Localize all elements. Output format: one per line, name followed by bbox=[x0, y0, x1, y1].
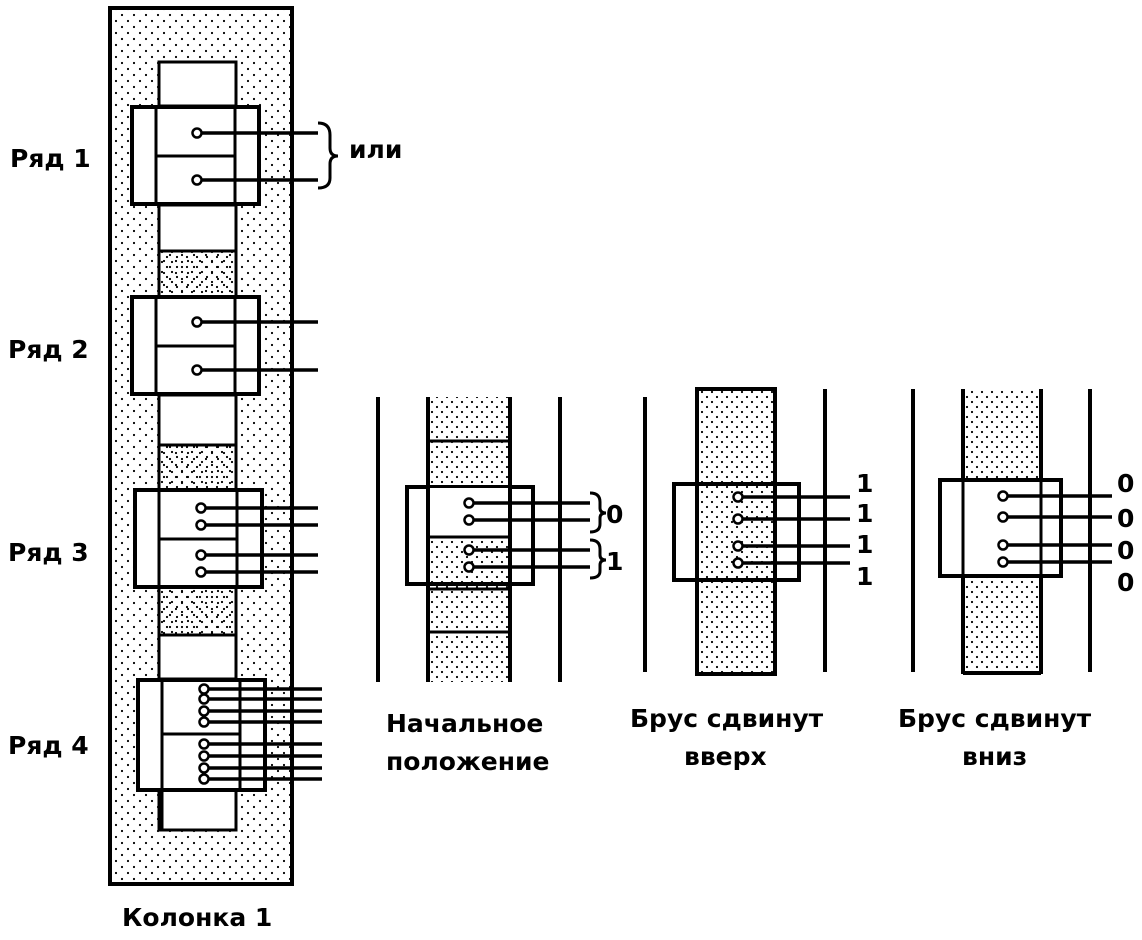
panel-caption: положение bbox=[386, 747, 550, 776]
row-2-cell bbox=[130, 295, 318, 396]
row-4-cell bbox=[136, 678, 322, 792]
row-label-2: Ряд 2 bbox=[8, 335, 89, 364]
column-label: Колонка 1 bbox=[122, 903, 272, 932]
row-label-3: Ряд 3 bbox=[8, 538, 89, 567]
panel-initial-position: 0 1 Начальное положение bbox=[376, 397, 623, 776]
contact-pin bbox=[198, 738, 210, 750]
panel-caption: вверх bbox=[684, 742, 767, 771]
contact-pin bbox=[198, 716, 210, 728]
or-label: или bbox=[349, 135, 402, 164]
panel-caption: вниз bbox=[962, 742, 1027, 771]
bit-label: 0 bbox=[1117, 568, 1134, 597]
bit-label: 0 bbox=[1117, 504, 1134, 533]
contact-pin bbox=[198, 705, 210, 717]
panel-caption: Брус сдвинут bbox=[898, 704, 1092, 733]
row-label-4: Ряд 4 bbox=[8, 731, 89, 760]
panel-bar-shifted-down: 0 0 0 0 Брус сдвинут вниз bbox=[898, 389, 1134, 771]
panel-bar-shifted-up: 1 1 1 1 Брус сдвинут вверх bbox=[630, 387, 873, 771]
bit-label: 1 bbox=[606, 547, 623, 576]
bit-label: 0 bbox=[606, 500, 623, 529]
column-1 bbox=[108, 6, 339, 886]
or-brace bbox=[317, 121, 339, 190]
shifted-bar bbox=[695, 387, 777, 676]
bit-label: 0 bbox=[1117, 536, 1134, 565]
bit-label: 1 bbox=[856, 469, 873, 498]
panel-caption: Начальное bbox=[386, 709, 543, 738]
bit-label: 1 bbox=[856, 530, 873, 559]
bit-label: 1 bbox=[856, 562, 873, 591]
bit-label: 1 bbox=[856, 499, 873, 528]
row-3-cell bbox=[133, 488, 318, 589]
row-label-1: Ряд 1 bbox=[10, 144, 91, 173]
panel-caption: Брус сдвинут bbox=[630, 704, 824, 733]
contact-pin bbox=[198, 762, 210, 774]
contact-pin bbox=[198, 773, 210, 785]
contact-pin bbox=[198, 750, 210, 762]
row-1-cell bbox=[130, 105, 339, 206]
bit-label: 0 bbox=[1117, 469, 1134, 498]
contact-pin bbox=[198, 693, 210, 705]
contact-pin bbox=[198, 683, 210, 695]
